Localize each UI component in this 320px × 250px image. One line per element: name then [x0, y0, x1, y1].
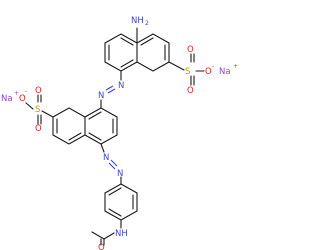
lower-azo-n1: N [103, 153, 109, 163]
lower-azo-linkage: N N [100, 143, 123, 185]
lower-azo-n2: N [117, 169, 123, 179]
middle-sulfur-label: S [35, 105, 40, 115]
benzene-ring [104, 183, 138, 229]
amine-group: NH 2 [131, 16, 149, 27]
middle-sodium-ion: Na + [1, 90, 19, 104]
carbonyl-oxygen-label: O [98, 243, 105, 250]
amine-subscript: 2 [145, 20, 149, 27]
acetamide-group: NH O [91, 229, 128, 250]
amine-label: NH [131, 16, 144, 26]
upper-azo-n1: N [118, 81, 124, 91]
top-sodium-label: Na [219, 67, 231, 77]
upper-azo-linkage: N N [98, 70, 124, 109]
molecule-drawing: NH 2 S O O O - Na + N N [1, 16, 238, 250]
middle-sulfonate-group: S O O O - [19, 86, 54, 134]
top-oxide-charge: - [212, 63, 214, 70]
middle-oxygen-upper: O [35, 86, 42, 96]
amide-nh-label: NH [115, 229, 128, 239]
middle-sodium-label: Na [1, 94, 13, 104]
middle-oxygen-lower: O [35, 124, 42, 134]
top-sulfonate-group: S O O O - [168, 45, 214, 96]
top-oxygen-upper: O [187, 45, 194, 55]
top-sodium-charge: + [233, 63, 238, 70]
middle-oxide-charge: - [25, 88, 27, 95]
middle-sodium-charge: + [14, 90, 19, 97]
top-naphthalene [104, 27, 170, 72]
structure-canvas: NH 2 S O O O - Na + N N [1, 16, 238, 250]
upper-azo-n2: N [98, 91, 104, 101]
middle-naphthalene [52, 107, 118, 145]
top-sulfur-label: S [185, 67, 190, 77]
top-sodium-ion: Na + [219, 63, 238, 77]
middle-oxide-label: O [19, 94, 26, 104]
top-oxygen-lower: O [187, 86, 194, 96]
top-oxide-label: O [205, 67, 212, 77]
